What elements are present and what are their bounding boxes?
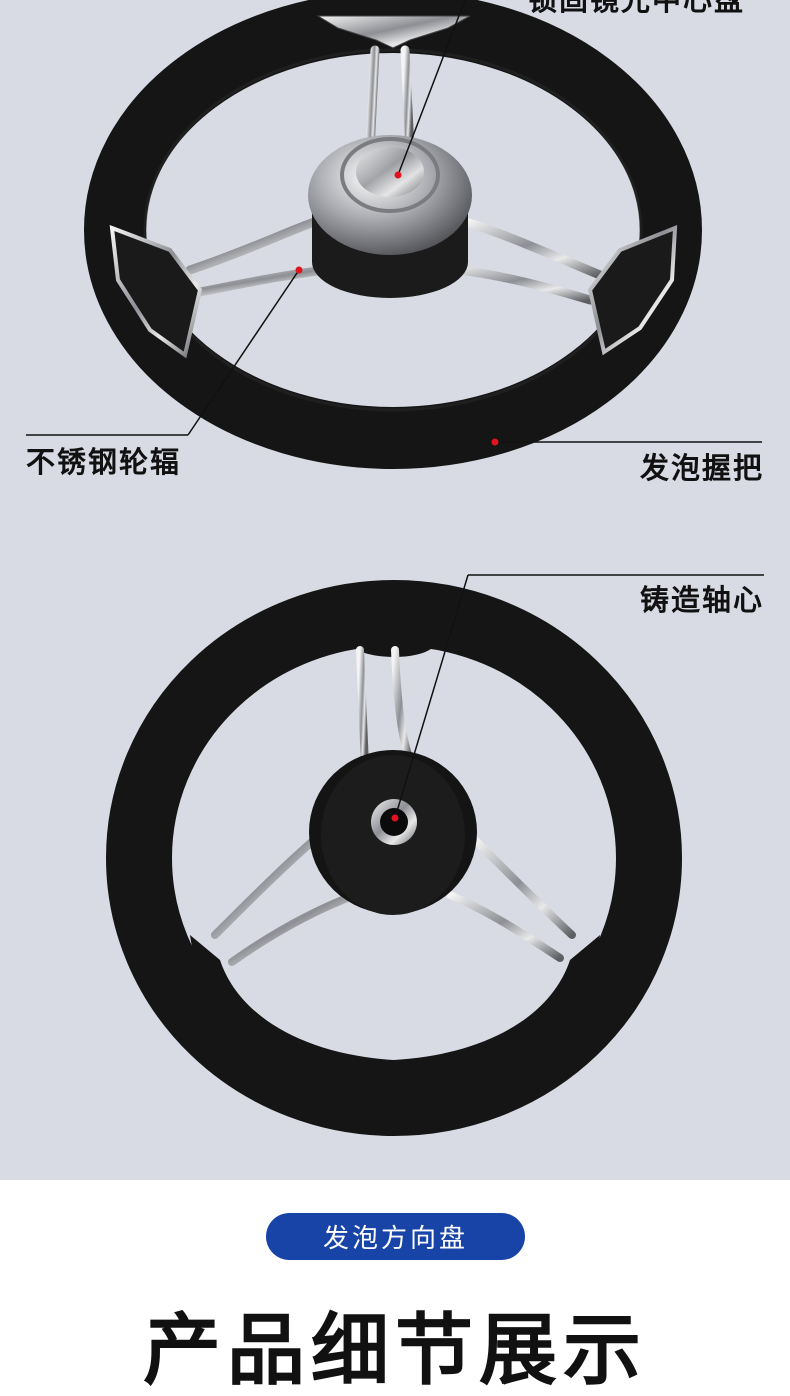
callout-foam-grip: 发泡握把 [639, 451, 764, 485]
steering-wheel-back-icon [106, 580, 682, 1136]
marker-center-cap [394, 171, 402, 179]
marker-hub [391, 814, 399, 822]
section-title: 产品细节展示 [142, 1306, 647, 1396]
marker-grip [491, 438, 499, 446]
marker-spoke [295, 266, 303, 274]
product-photo-panel: 锁固镜光中心盘 不锈钢轮辐 发泡握把 铸造轴心 [0, 0, 790, 1180]
callout-stainless-spoke: 不锈钢轮辐 [26, 445, 182, 479]
callout-center-cap: 锁固镜光中心盘 [528, 0, 746, 17]
product-label-badge: 发泡方向盘 [266, 1213, 525, 1260]
steering-wheel-images [26, 0, 764, 1136]
leader-lines-bottom [391, 574, 764, 822]
leader-lines-top [26, 0, 762, 446]
steering-wheel-front-icon [84, 0, 702, 469]
callout-cast-hub: 铸造轴心 [639, 583, 764, 617]
